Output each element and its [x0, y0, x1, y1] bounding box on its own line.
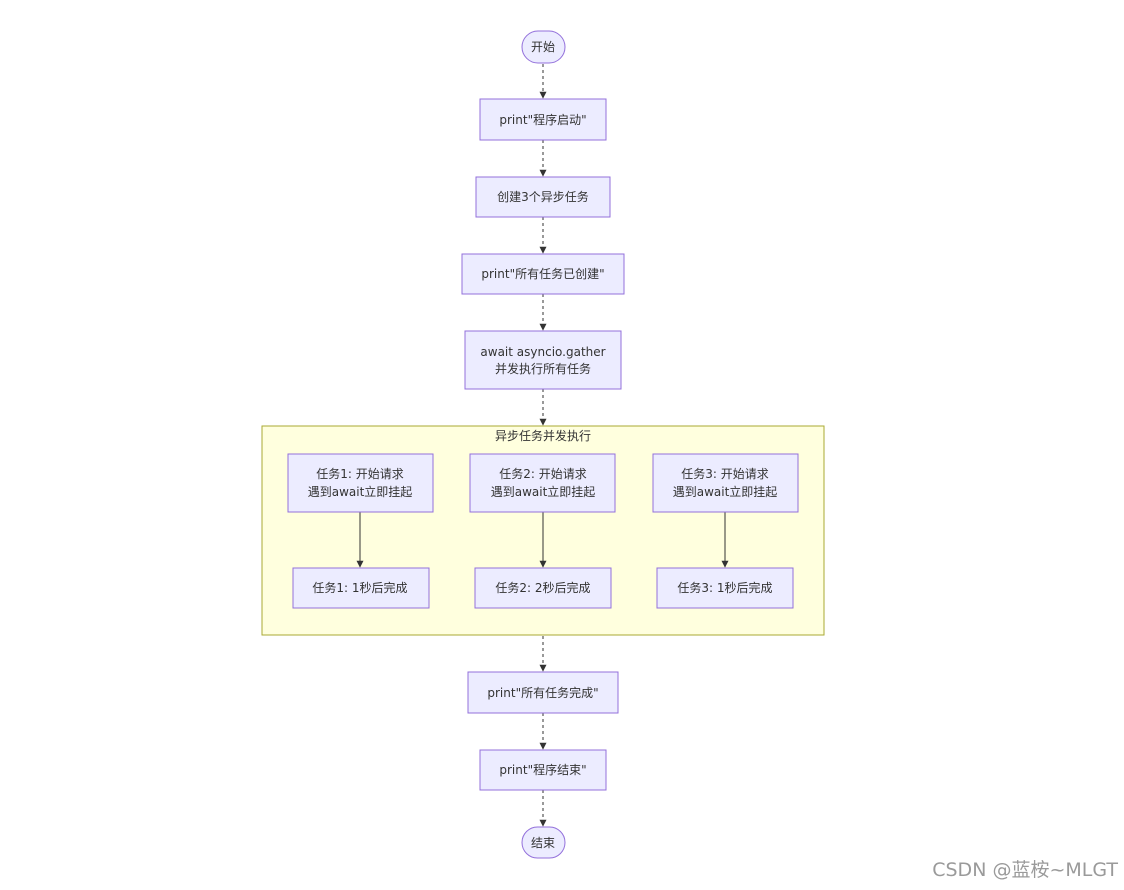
start-shape	[521, 30, 566, 64]
task2-label-line1: 任务2: 开始请求	[499, 466, 587, 481]
end-label: 结束	[531, 836, 555, 850]
node-task1-done: 任务1: 1秒后完成	[292, 567, 430, 609]
node-print-start: print"程序启动"	[479, 98, 607, 141]
node-end: 结束	[521, 826, 566, 859]
node-task3-start: 任务3: 开始请求 遇到await立即挂起	[652, 453, 799, 513]
node-gather: await asyncio.gather 并发执行所有任务	[464, 330, 622, 390]
print-start-shape	[479, 98, 607, 141]
task1-label-line2: 遇到await立即挂起	[308, 484, 413, 499]
start-label: 开始	[531, 40, 555, 54]
edges	[356, 64, 729, 827]
gather-label-line2: 并发执行所有任务	[495, 361, 591, 376]
create-tasks-label: 创建3个异步任务	[497, 189, 589, 204]
task2-done-label: 任务2: 2秒后完成	[495, 580, 590, 595]
node-start: 开始	[521, 30, 566, 64]
gather-label-line1: await asyncio.gather	[480, 345, 605, 359]
gather-shape	[464, 330, 622, 390]
print-start-label: print"程序启动"	[499, 112, 586, 127]
node-task2-done: 任务2: 2秒后完成	[474, 567, 612, 609]
task3-label-line2: 遇到await立即挂起	[673, 484, 778, 499]
task3-done-shape	[656, 567, 794, 609]
print-end-label: print"程序结束"	[499, 762, 586, 777]
create-tasks-shape	[475, 176, 611, 218]
task2-done-shape	[474, 567, 612, 609]
task1-done-label: 任务1: 1秒后完成	[312, 580, 407, 595]
task3-label-line1: 任务3: 开始请求	[681, 466, 769, 481]
task3-done-label: 任务3: 1秒后完成	[677, 580, 772, 595]
node-print-end: print"程序结束"	[479, 749, 607, 791]
task2-label-line2: 遇到await立即挂起	[491, 484, 596, 499]
node-print-all-done: print"所有任务完成"	[467, 671, 619, 714]
end-shape	[521, 826, 566, 859]
watermark: CSDN @蓝桉~MLGT	[932, 859, 1118, 881]
node-task2-start: 任务2: 开始请求 遇到await立即挂起	[469, 453, 616, 513]
print-all-done-label: print"所有任务完成"	[487, 685, 598, 700]
task1-label-line1: 任务1: 开始请求	[316, 466, 404, 481]
task3-start-shape	[652, 453, 799, 513]
print-created-shape	[461, 253, 625, 295]
node-task3-done: 任务3: 1秒后完成	[656, 567, 794, 609]
node-print-created: print"所有任务已创建"	[461, 253, 625, 295]
print-all-done-shape	[467, 671, 619, 714]
task1-start-shape	[287, 453, 434, 513]
print-end-shape	[479, 749, 607, 791]
node-create-tasks: 创建3个异步任务	[475, 176, 611, 218]
group-title: 异步任务并发执行	[495, 428, 591, 443]
task2-start-shape	[469, 453, 616, 513]
print-created-label: print"所有任务已创建"	[481, 266, 604, 281]
node-task1-start: 任务1: 开始请求 遇到await立即挂起	[287, 453, 434, 513]
task1-done-shape	[292, 567, 430, 609]
